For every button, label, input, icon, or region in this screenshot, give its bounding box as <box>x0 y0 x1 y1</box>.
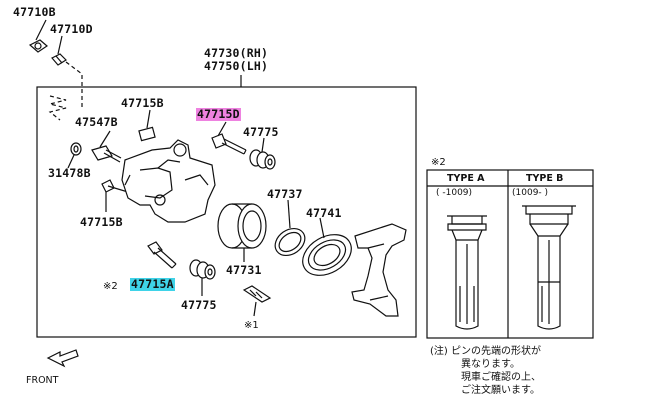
callout-47547b[interactable]: 47547B <box>75 115 118 129</box>
callout-47750-lh[interactable]: 47750(LH) <box>204 59 269 73</box>
inset-frame <box>426 169 594 339</box>
callout-47710b[interactable]: 47710B <box>13 5 56 19</box>
guide-pin-bottom-icon <box>147 241 177 269</box>
footnote-line2: 異なります。 <box>461 359 520 370</box>
callout-47715b-top[interactable]: 47715B <box>121 96 164 110</box>
front-arrow-icon <box>46 349 79 368</box>
mark1-note: ※1 <box>244 320 259 331</box>
type-a-header: TYPE A <box>447 173 485 184</box>
leader-31478b <box>67 154 75 169</box>
mounting-bracket-icon <box>351 223 407 317</box>
piston-icon <box>217 203 267 249</box>
dust-boot-icon <box>302 234 352 276</box>
callout-47741[interactable]: 47741 <box>306 206 342 220</box>
inset-mark: ※2 <box>431 157 446 168</box>
leader-47741 <box>319 217 325 239</box>
gasket-icon <box>70 142 82 156</box>
footnote-line1: (注) ピンの先端の形状が <box>430 346 541 357</box>
leader-47715d <box>217 121 227 137</box>
footnote-line3: 現車ご確認の上、 <box>461 372 541 383</box>
leader-mark1 <box>253 301 257 317</box>
assembly-frame <box>36 86 417 338</box>
boot-bottom-icon <box>189 259 216 280</box>
callout-47731[interactable]: 47731 <box>226 263 262 277</box>
type-a-range: ( -1009) <box>436 188 473 198</box>
bolt-left-icon <box>101 179 129 193</box>
callout-47710d[interactable]: 47710D <box>50 22 93 36</box>
dashed-leader-top <box>65 61 83 110</box>
bleeder-cap-icon <box>51 53 67 66</box>
type-b-pin-icon <box>522 205 576 330</box>
callout-47715b-bottom[interactable]: 47715B <box>80 215 123 229</box>
bleeder-screw-icon <box>91 145 122 163</box>
type-b-header: TYPE B <box>526 173 564 184</box>
caliper-body-icon <box>121 139 216 223</box>
front-label: FRONT <box>26 375 59 386</box>
sleeve-icon <box>242 285 272 303</box>
boot-top-icon <box>249 149 276 170</box>
callout-47737[interactable]: 47737 <box>267 187 303 201</box>
mark2-note: ※2 <box>103 281 118 292</box>
bushing-icon <box>138 126 156 142</box>
piston-seal-icon <box>274 227 306 257</box>
bleeder-plug-icon <box>28 39 48 53</box>
leader-47547b <box>99 130 111 148</box>
callout-47715d[interactable]: 47715D <box>196 107 241 121</box>
leader-47715b-top <box>146 109 151 129</box>
dashed-leader-bleeder <box>48 95 67 121</box>
leader-47710b <box>35 19 47 41</box>
leader-47737 <box>287 199 291 229</box>
type-b-range: (1009- ) <box>512 188 549 198</box>
callout-47715a[interactable]: 47715A <box>130 277 175 291</box>
callout-47775-top[interactable]: 47775 <box>243 125 279 139</box>
leader-47710d <box>57 35 63 55</box>
callout-47730-rh[interactable]: 47730(RH) <box>204 46 269 60</box>
callout-47775-bottom[interactable]: 47775 <box>181 298 217 312</box>
leader-47775-top <box>261 137 265 153</box>
type-a-pin-icon <box>447 215 487 330</box>
callout-31478b[interactable]: 31478B <box>48 166 91 180</box>
guide-pin-top-icon <box>211 133 247 155</box>
footnote-line4: ご注文願います。 <box>461 385 540 396</box>
